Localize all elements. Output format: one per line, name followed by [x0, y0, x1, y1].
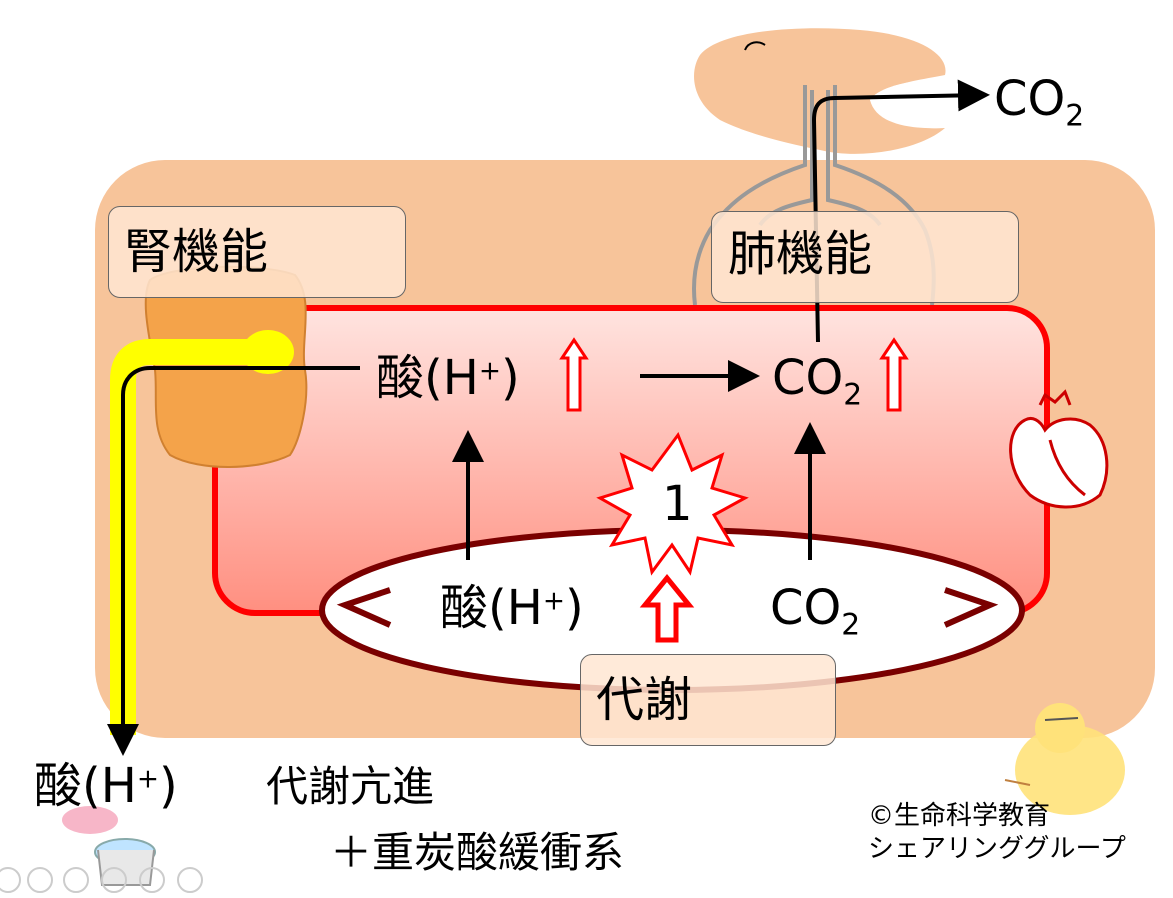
bicarbonate-buffer-label: ＋重炭酸緩衝系: [330, 828, 625, 877]
star-number: 1: [662, 476, 693, 532]
slideshow-controls: [0, 867, 203, 893]
chick-icon: [1004, 703, 1125, 815]
metabolism-box: [580, 654, 836, 746]
co2-cell-label: CO2: [770, 580, 861, 643]
increase-arrow-co2: [879, 337, 909, 412]
kidney-function-box: [108, 206, 406, 298]
heart-icon: [1009, 389, 1109, 509]
cell-chevron-left: [336, 587, 392, 628]
head-icon: [694, 28, 956, 154]
acid-cell-label: 酸(H+): [440, 580, 584, 636]
arrow-acid-to-urine: [107, 366, 360, 756]
kidney-pelvis: [242, 330, 294, 374]
copyright-line-2: シェアリンググループ: [868, 833, 1126, 864]
up-arrow-outline-icon: [559, 337, 909, 643]
co2-exhaled-label: CO2: [994, 71, 1085, 134]
metabolism-increase-label: 代謝亢進: [266, 762, 435, 811]
lung-function-label: 肺機能: [728, 226, 873, 282]
starburst-icon: [596, 431, 749, 576]
cell-chevron-right: [943, 587, 999, 628]
increase-arrow-metabolism: [639, 574, 695, 643]
lung-function-box: [711, 211, 1019, 303]
copyright-text: ©生命科学教育 シェアリンググループ: [868, 800, 1126, 865]
flow-arrows: [107, 79, 990, 756]
increase-arrow-acid: [559, 337, 589, 412]
co2-blood-label: CO2: [772, 350, 863, 413]
metabolism-label: 代謝: [596, 672, 693, 728]
acid-blood-label: 酸(H+): [376, 350, 520, 406]
kidney-function-label: 腎機能: [124, 224, 269, 280]
copyright-line-1: ©生命科学教育: [868, 801, 1051, 831]
acid-urine-label: 酸(H+): [34, 758, 178, 814]
urine-path: [110, 339, 275, 735]
arrow-co2-exhale: [811, 79, 990, 343]
